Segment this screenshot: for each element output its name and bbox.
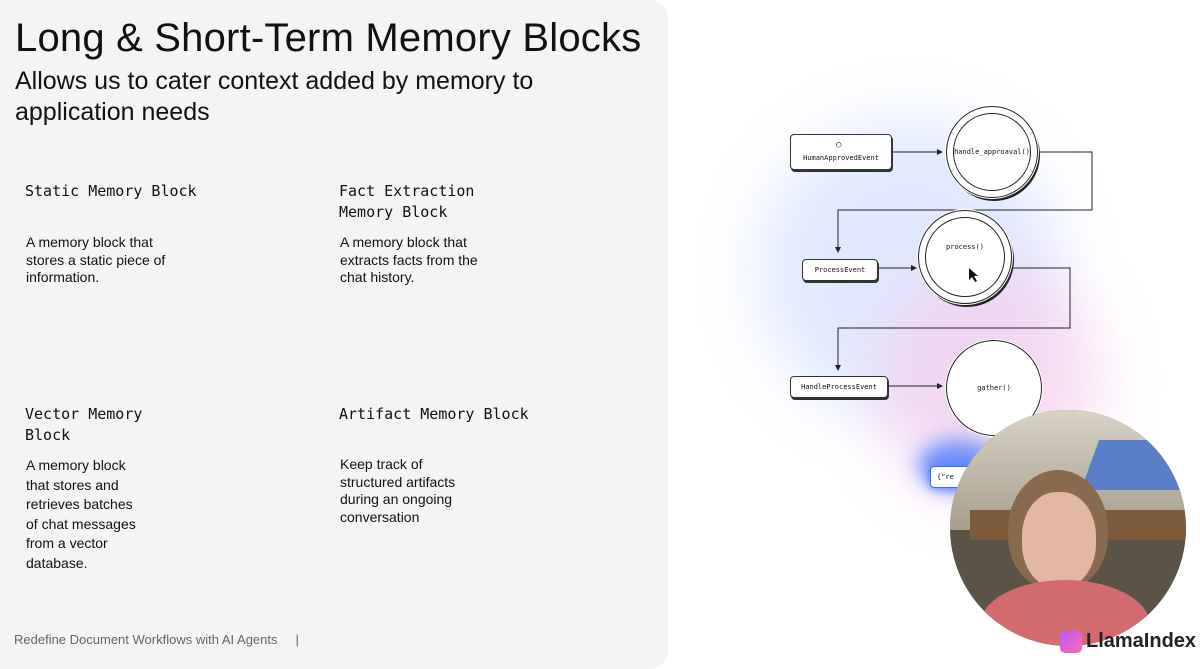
handle-process-event-label: HandleProcessEvent: [801, 383, 877, 391]
brand-name: LlamaIndex: [1086, 630, 1197, 652]
slide-subtitle: Allows us to cater context added by memo…: [15, 67, 534, 126]
handle-approval-step: handle_approaval(): [946, 106, 1038, 198]
process-label: process(): [946, 243, 984, 251]
footer-separator: |: [295, 632, 299, 647]
process-step: process(): [918, 210, 1012, 304]
llamaindex-logo: LlamaIndex: [1060, 630, 1196, 653]
gather-label: gather(): [977, 384, 1011, 392]
hand-icon: ○: [836, 140, 842, 150]
slide-panel: Long & Short-Term Memory Blocks Allows u…: [0, 0, 668, 669]
workflow-diagram-panel: ○ HumanApprovedEvent handle_approaval() …: [668, 0, 1200, 669]
artifact-memory-block-title: Artifact Memory Block: [339, 405, 529, 423]
human-approved-event-node: ○ HumanApprovedEvent: [790, 134, 892, 170]
fact-extraction-memory-block-title: Fact Extraction Memory Block: [339, 182, 475, 221]
vector-memory-block-description: A memory block that stores and retrieves…: [26, 457, 136, 571]
cursor-icon: [969, 268, 978, 282]
human-approved-event-label: HumanApprovedEvent: [803, 154, 879, 162]
artifact-memory-block-description: Keep track of structured artifacts durin…: [340, 456, 456, 525]
handle-approval-label: handle_approaval(): [954, 148, 1030, 156]
presenter-face: [1022, 492, 1096, 588]
diagram-connectors: [835, 149, 1093, 389]
handle-process-event-node: HandleProcessEvent: [790, 376, 888, 398]
llama-icon: [1060, 630, 1082, 653]
footer-text: Redefine Document Workflows with AI Agen…: [14, 632, 278, 647]
vector-memory-block-title: Vector Memory Block: [25, 405, 143, 444]
static-memory-block-description: A memory block that stores a static piec…: [26, 234, 166, 285]
slide-footer: Redefine Document Workflows with AI Agen…: [14, 632, 299, 647]
slide-title: Long & Short-Term Memory Blocks: [15, 16, 642, 60]
process-event-label: ProcessEvent: [814, 266, 866, 274]
static-memory-block-title: Static Memory Block: [25, 182, 197, 200]
process-event-node: ProcessEvent: [802, 259, 878, 281]
output-snippet-label: {"re: [937, 473, 954, 481]
fact-extraction-memory-block-description: A memory block that extracts facts from …: [340, 234, 478, 285]
presenter-webcam: [950, 410, 1186, 646]
window-light: [1080, 440, 1186, 490]
